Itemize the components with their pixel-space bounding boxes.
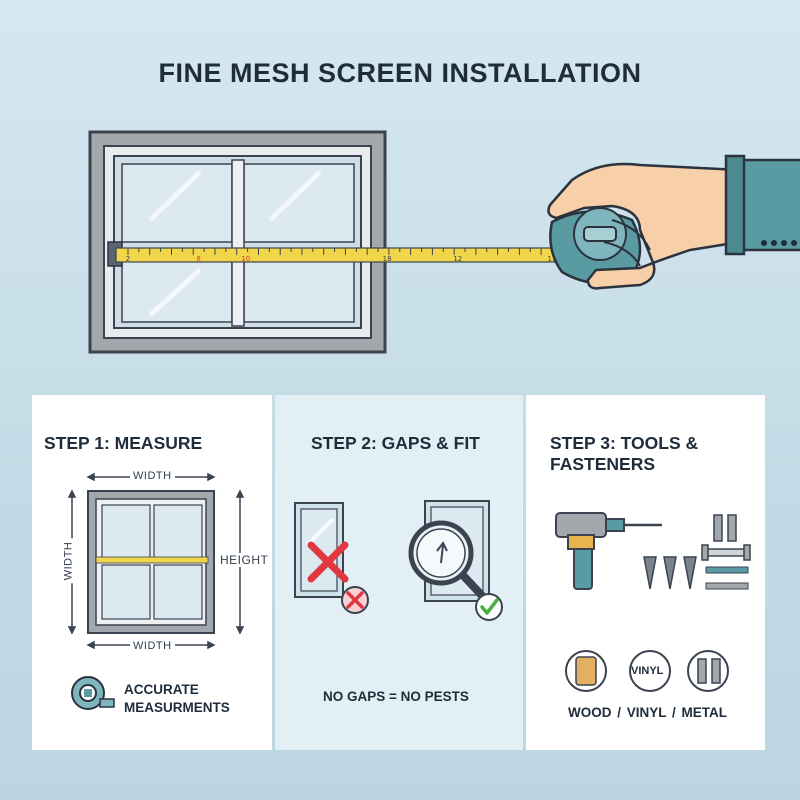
step-3-title: STEP 3: TOOLS & FASTENERS — [550, 433, 699, 474]
x-circle-icon — [341, 586, 369, 614]
note-line-1: ACCURATE — [124, 682, 199, 697]
tape-number: 8 — [196, 255, 200, 263]
measure-diagram — [67, 472, 245, 710]
width-label-bottom: WIDTH — [130, 640, 175, 652]
accurate-measurements-note: ACCURATE MEASURMENTS — [124, 681, 264, 717]
step-1-panel: STEP 1: MEASURE WIDTH WIDTH — [32, 395, 272, 750]
strips-icon — [705, 566, 749, 590]
drill-icon — [555, 512, 662, 590]
check-circle-icon — [475, 593, 503, 621]
step-2-panel: STEP 2: GAPS & FIT — [275, 395, 523, 750]
width-label-top: WIDTH — [130, 470, 175, 482]
window-diagram — [87, 490, 215, 634]
width-label-side: WIDTH — [62, 538, 75, 584]
step-3-panel: STEP 3: TOOLS & FASTENERS — [526, 395, 765, 750]
tape-number: 18 — [383, 255, 392, 263]
sleeve-illustration — [724, 154, 800, 256]
tape-number: 12 — [453, 255, 462, 263]
x-mark-icon — [307, 541, 349, 583]
wood-icon — [565, 650, 607, 692]
tape-measure-icon — [549, 207, 642, 285]
tools-diagram — [555, 512, 751, 692]
no-gaps-note: NO GAPS = NO PESTS — [323, 689, 469, 704]
hand-illustration — [547, 162, 742, 290]
page-title: FINE MESH SCREEN INSTALLATION — [158, 58, 642, 88]
vinyl-icon — [629, 650, 671, 692]
tape-number: 11 — [548, 255, 557, 263]
anchors-icon — [713, 514, 737, 542]
bracket-icon — [701, 544, 751, 561]
hero-illustration: 2 8 10 18 12 11 — [88, 130, 800, 354]
screws-icon — [643, 556, 697, 590]
metal-icon — [687, 650, 729, 692]
gaps-diagram — [294, 500, 503, 621]
window-illustration — [88, 130, 387, 354]
height-label: HEIGHT — [218, 553, 271, 567]
tape-number: 2 — [126, 255, 130, 263]
vinyl-badge-label: VINYL — [631, 665, 664, 677]
tape-number: 10 — [241, 255, 250, 263]
tape-measure-icon — [71, 676, 115, 710]
measuring-tape: 2 8 10 18 12 11 — [107, 241, 561, 267]
materials-note: WOOD / VINYL / METAL — [568, 705, 727, 720]
note-line-2: MEASURMENTS — [124, 700, 230, 715]
magnifier-icon — [408, 520, 491, 605]
step-2-title: STEP 2: GAPS & FIT — [311, 433, 480, 453]
step-1-title: STEP 1: MEASURE — [44, 433, 203, 453]
